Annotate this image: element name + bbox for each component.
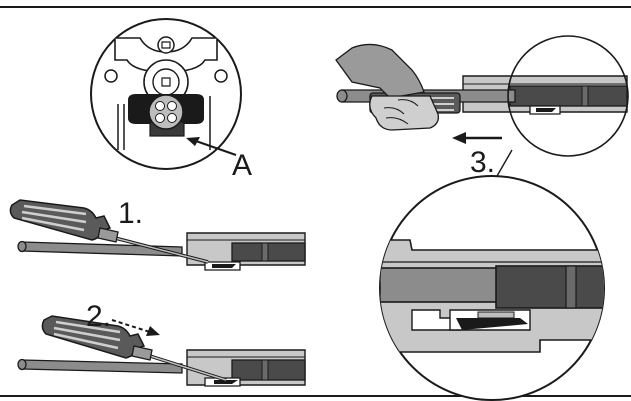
top-rule <box>0 6 631 8</box>
zoom-view-circle <box>379 175 605 401</box>
step-2-label: 2. <box>86 300 111 333</box>
step-1-illustration <box>9 199 306 271</box>
step-3-illustration <box>335 35 629 157</box>
bottom-rule <box>0 395 631 397</box>
step-2-arrow <box>111 319 160 336</box>
zoom-connector-line <box>496 149 513 177</box>
hand-icon <box>335 43 425 99</box>
part-a-callout: A <box>186 137 252 182</box>
detail-view-circle <box>90 18 242 170</box>
step-3-arrow <box>452 132 502 144</box>
small-zoom-circle <box>507 35 629 157</box>
top-screw-icon <box>157 36 175 54</box>
step-1-label: 1. <box>118 197 143 230</box>
part-a-label: A <box>232 149 252 182</box>
step-2-illustration <box>17 315 306 387</box>
step-3-label: 3. <box>470 146 495 179</box>
